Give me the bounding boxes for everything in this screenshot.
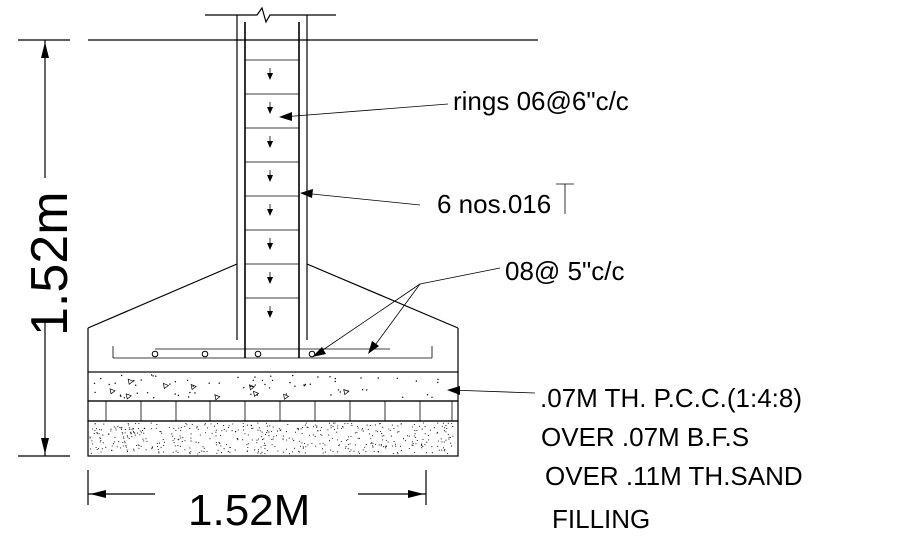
height-dimension-label: 1.52m <box>21 191 79 336</box>
column-bars <box>244 22 300 358</box>
sand-layer <box>87 420 459 457</box>
filling-label: FILLING <box>552 504 650 534</box>
bars-leader <box>300 189 421 206</box>
pcc-label: .07M TH. P.C.C.(1:4:8) <box>540 383 802 413</box>
pcc-layer <box>87 371 459 402</box>
sand-label: OVER .11M TH.SAND <box>545 461 803 491</box>
rings-leader <box>279 103 449 121</box>
footing-outline <box>87 263 459 372</box>
width-dimension-label: 1.52M <box>188 486 310 535</box>
pcc-leader <box>447 386 536 395</box>
height-dimension <box>18 39 70 457</box>
base-bars-label: 08@ 5"c/c <box>505 256 624 286</box>
base-reinforcement <box>112 346 433 359</box>
bfs-label: OVER .07M B.F.S <box>541 422 749 452</box>
width-dimension <box>87 470 427 505</box>
column-break-line <box>205 6 336 24</box>
rings-label: rings 06@6"c/c <box>453 86 629 116</box>
bars-label: 6 nos.016 <box>437 189 551 219</box>
column <box>205 6 336 340</box>
bfs-layer <box>87 400 459 422</box>
base-bars-leader <box>312 267 501 357</box>
ring-stirrups <box>245 59 299 318</box>
